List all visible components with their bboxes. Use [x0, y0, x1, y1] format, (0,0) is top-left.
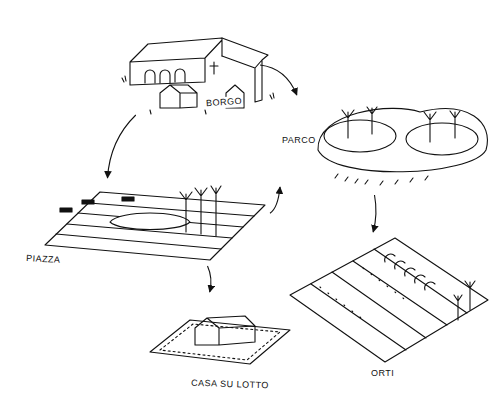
flow-arrow [260, 65, 297, 95]
borgo-sketch [122, 38, 274, 114]
node-label: BORGO [205, 96, 244, 110]
casa-sketch [150, 316, 290, 364]
node-label: ORTI [370, 368, 395, 379]
node-label: CASA SU LOTTO [190, 378, 270, 392]
piazza-sketch [45, 186, 265, 260]
node-label: PIAZZA [25, 253, 62, 266]
sketch-node: BORGO [125, 15, 260, 115]
flow-arrow [108, 115, 136, 178]
orti-sketch [290, 238, 488, 362]
sketch-node: PARCO [280, 95, 490, 195]
sketch-node: PIAZZA [20, 178, 270, 266]
node-label: PARCO [281, 135, 317, 146]
sketch-node: CASA SU LOTTO [140, 292, 295, 392]
flow-arrow [373, 195, 376, 232]
flow-arrow [270, 187, 280, 213]
flow-arrow [208, 266, 211, 292]
sketch-node: ORTI [285, 232, 490, 387]
parco-sketch [318, 107, 487, 185]
